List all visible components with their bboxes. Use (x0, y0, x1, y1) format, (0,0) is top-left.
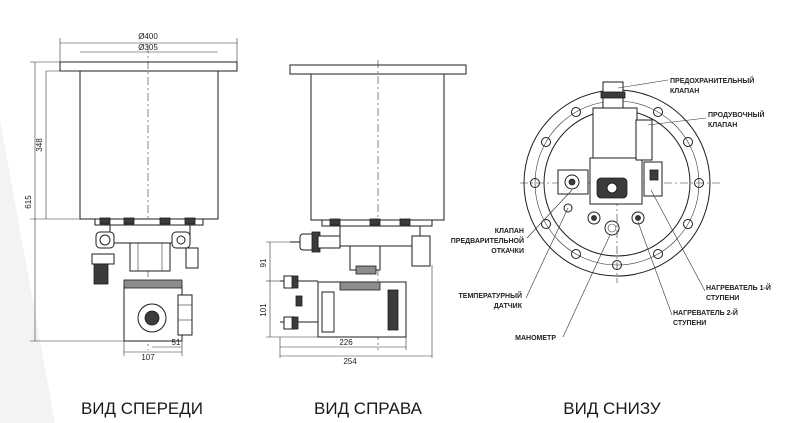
dim-h348: 348 (35, 138, 44, 152)
dim-w226: 226 (339, 338, 353, 347)
caption-front-view: ВИД СПЕРЕДИ (81, 399, 203, 418)
watermark-shape (0, 120, 55, 423)
label-heater1-1: НАГРЕВАТЕЛЬ 1-Й (706, 283, 771, 292)
caption-bottom-view: ВИД СНИЗУ (563, 399, 661, 418)
caption-right-view: ВИД СПРАВА (314, 399, 423, 418)
label-heater2-1: НАГРЕВАТЕЛЬ 2-Й (673, 308, 738, 317)
dim-w107: 107 (141, 353, 155, 362)
label-heater1-2: СТУПЕНИ (706, 295, 739, 302)
label-temp-sensor-1: ТЕМПЕРАТУРНЫЙ (459, 291, 522, 300)
label-purge-valve-2: КЛАПАН (708, 122, 737, 129)
label-purge-valve-1: ПРОДУВОЧНЫЙ (708, 110, 765, 119)
dim-w51: 51 (172, 338, 181, 347)
label-safety-valve-1: ПРЕДОХРАНИТЕЛЬНЫЙ (670, 76, 754, 85)
front-view: Ø400 Ø305 (24, 32, 238, 362)
label-pre-valve-2: ПРЕДВАРИТЕЛЬНОЙ (451, 236, 524, 245)
dim-v91: 91 (259, 258, 268, 267)
label-pre-valve-3: ОТКАЧКИ (491, 248, 524, 255)
right-view: 91 101 226 254 (259, 60, 467, 366)
dim-d400: Ø400 (138, 32, 158, 41)
label-safety-valve-2: КЛАПАН (670, 88, 699, 95)
label-pre-valve-1: КЛАПАН (495, 228, 524, 235)
bottom-view (520, 79, 720, 338)
label-temp-sensor-2: ДАТЧИК (494, 303, 523, 310)
dim-w254: 254 (343, 357, 357, 366)
label-manometer: МАНОМЕТР (515, 335, 556, 342)
dim-v101: 101 (259, 303, 268, 317)
dim-h615: 615 (24, 195, 33, 209)
label-heater2-2: СТУПЕНИ (673, 320, 706, 327)
